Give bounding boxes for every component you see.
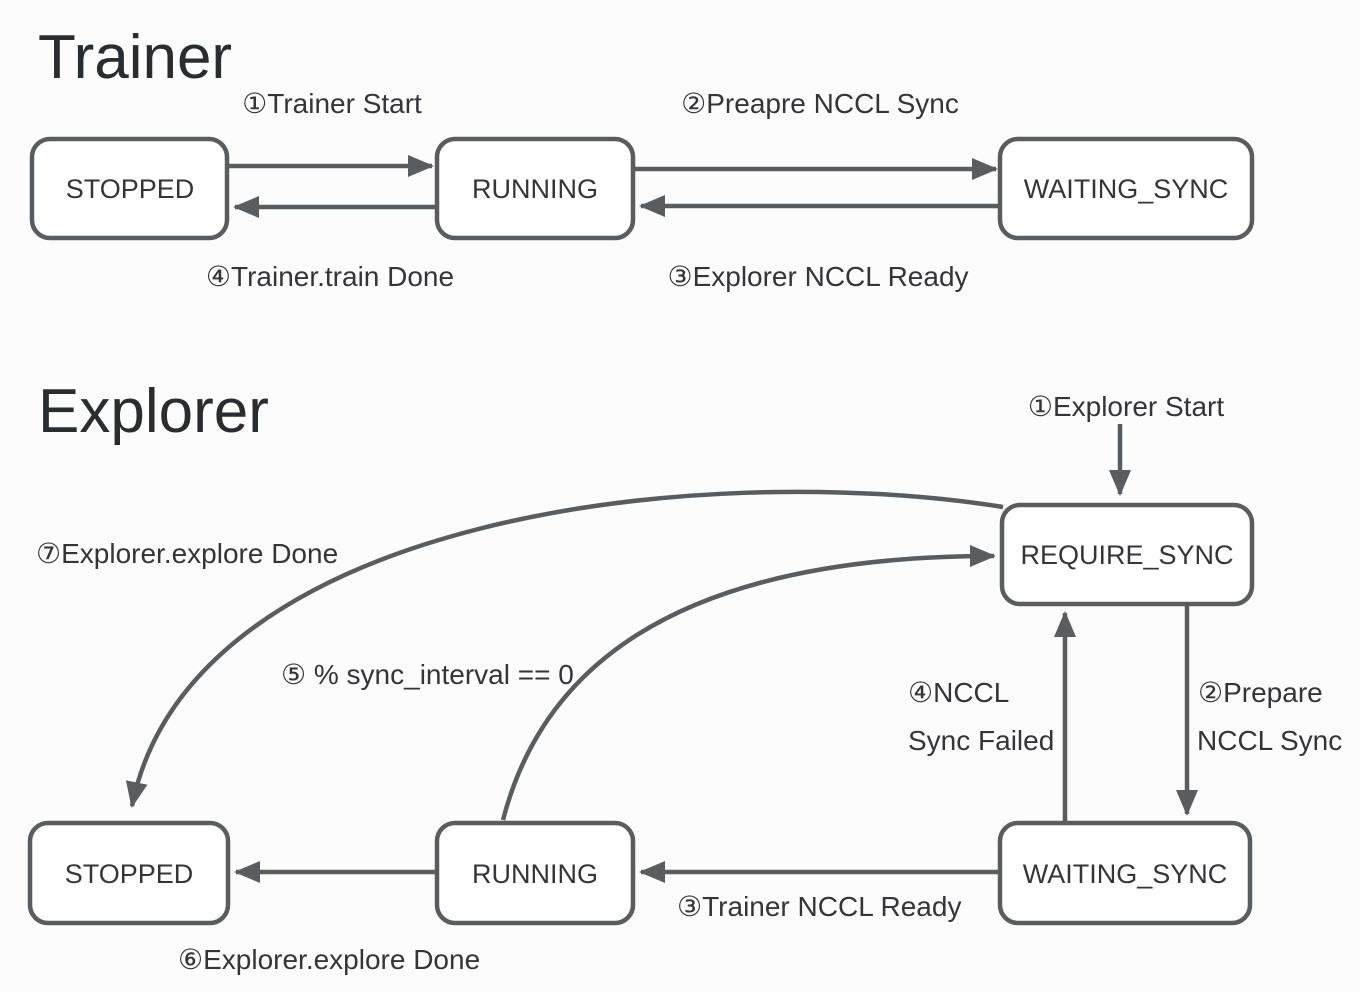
edge-label-explorer-explore-done-6: ⑥Explorer.explore Done	[178, 944, 480, 975]
explorer-state-waiting-sync: WAITING_SYNC	[997, 820, 1253, 926]
edge-label-explorer-start: ①Explorer Start	[1028, 391, 1224, 422]
edge-sync-interval-curve	[500, 545, 996, 821]
trainer-section: Trainer ①Trainer Start ②Preapre NCCL Syn…	[29, 23, 1255, 292]
edge-label-prepare-nccl-sync: ②Preapre NCCL Sync	[681, 88, 959, 119]
explorer-state-running: RUNNING	[434, 820, 636, 926]
edge-label-prepare-nccl-sync-line2: NCCL Sync	[1197, 725, 1342, 756]
svg-text:RUNNING: RUNNING	[472, 859, 598, 889]
edge-label-explorer-nccl-ready: ③Explorer NCCL Ready	[667, 261, 968, 292]
explorer-section: Explorer ①Explorer Start ⑦Explorer.explo…	[27, 377, 1342, 975]
svg-text:RUNNING: RUNNING	[472, 174, 598, 204]
edge-label-nccl-sync-failed-line2: Sync Failed	[908, 725, 1054, 756]
edge-label-trainer-start: ①Trainer Start	[242, 88, 422, 119]
edge-explorer-explore-done-curve	[125, 489, 1004, 808]
explorer-state-stopped: STOPPED	[27, 820, 231, 926]
svg-text:WAITING_SYNC: WAITING_SYNC	[1024, 174, 1229, 204]
edge-label-explorer-explore-done-7: ⑦Explorer.explore Done	[36, 538, 338, 569]
explorer-title: Explorer	[38, 377, 269, 446]
trainer-title: Trainer	[38, 23, 232, 92]
trainer-state-stopped: STOPPED	[29, 136, 230, 241]
svg-text:STOPPED: STOPPED	[66, 174, 195, 204]
svg-text:REQUIRE_SYNC: REQUIRE_SYNC	[1020, 540, 1233, 570]
svg-text:WAITING_SYNC: WAITING_SYNC	[1023, 859, 1228, 889]
explorer-state-require-sync: REQUIRE_SYNC	[999, 502, 1255, 607]
trainer-state-waiting-sync: WAITING_SYNC	[997, 136, 1255, 241]
edge-label-prepare-nccl-sync-line1: ②Prepare	[1198, 677, 1323, 708]
edge-label-sync-interval: ⑤ % sync_interval == 0	[281, 659, 574, 690]
edge-label-nccl-sync-failed-line1: ④NCCL	[908, 677, 1009, 708]
edge-label-trainer-train-done: ④Trainer.train Done	[206, 261, 454, 292]
trainer-state-running: RUNNING	[434, 136, 636, 241]
svg-text:STOPPED: STOPPED	[65, 859, 194, 889]
edge-label-trainer-nccl-ready: ③Trainer NCCL Ready	[677, 891, 961, 922]
